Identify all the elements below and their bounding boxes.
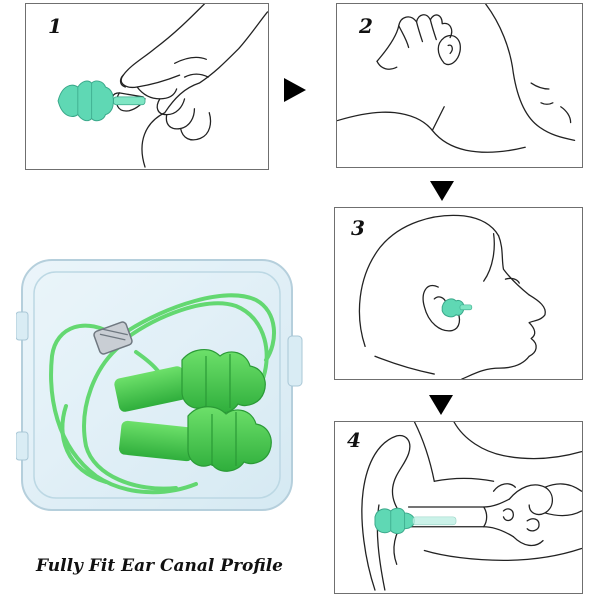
head-with-earplug-illustration <box>358 214 546 379</box>
earplug-case-illustration <box>15 259 303 511</box>
hand-holding-earplug-illustration <box>57 4 268 168</box>
caption-text: Fully Fit Ear Canal Profile <box>36 556 283 576</box>
earplug-top <box>114 349 266 414</box>
earplug-bottom <box>119 406 272 472</box>
green-cord <box>49 293 277 495</box>
arrow-down-icon <box>429 395 453 415</box>
step-4-panel: 4 <box>334 421 583 594</box>
earplug-icon <box>441 298 473 318</box>
earplug-icon <box>57 80 146 122</box>
step-3-number: 3 <box>351 216 365 240</box>
arrow-down-icon <box>430 181 454 201</box>
pulling-ear-illustration <box>337 4 576 153</box>
step-4-number: 4 <box>347 428 361 452</box>
earplugs-in-case-image <box>15 256 316 516</box>
ear-canal-cross-section-illustration <box>361 422 582 591</box>
metal-clip <box>93 321 133 355</box>
step-1-panel: 1 <box>25 3 269 170</box>
step-1-number: 1 <box>48 14 62 38</box>
arrow-right-icon <box>284 78 306 102</box>
step-2-number: 2 <box>359 14 373 38</box>
earplug-icon <box>374 507 457 534</box>
step-3-panel: 3 <box>334 207 583 380</box>
step-2-panel: 2 <box>336 3 583 168</box>
